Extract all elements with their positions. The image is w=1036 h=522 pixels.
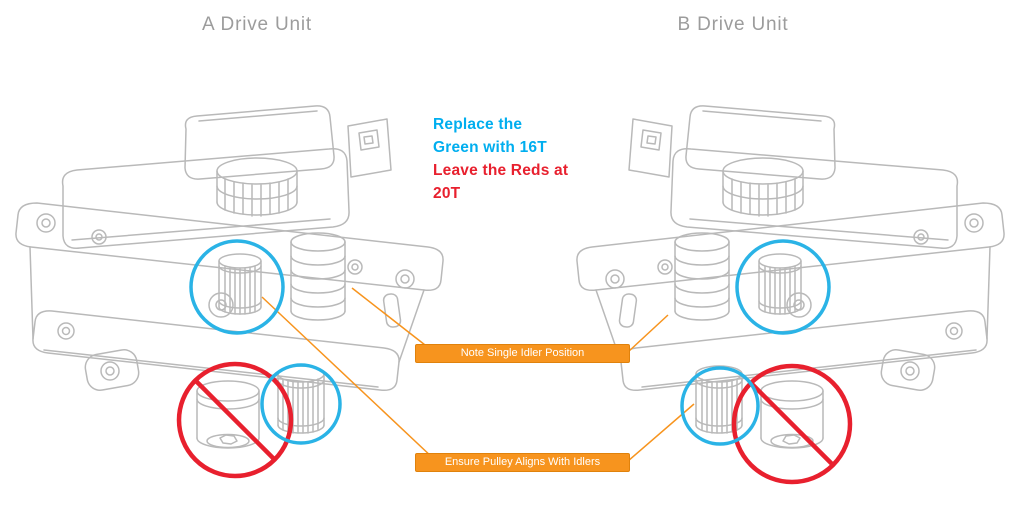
label-note-single-idler-position: Note Single Idler Position — [415, 344, 630, 363]
leader-line-idler-a — [351, 287, 435, 353]
highlight-circle-pulley-b — [680, 366, 760, 446]
leader-line-pulley-a — [261, 296, 435, 460]
highlight-circle-pulley-a — [260, 363, 342, 445]
no-symbol-slash-a — [193, 378, 277, 462]
title-a-drive-unit: A Drive Unit — [202, 14, 312, 35]
leader-line-idler-b — [627, 314, 669, 353]
title-b-drive-unit: B Drive Unit — [677, 14, 789, 35]
no-symbol-slash-b — [749, 381, 835, 467]
instruction-line-2: Green with 16T — [433, 139, 547, 156]
no-symbol-circle-b — [731, 363, 853, 485]
label-ensure-pulley-aligns: Ensure Pulley Aligns With Idlers — [415, 453, 630, 472]
highlight-circle-idler-b — [735, 239, 831, 335]
instruction-line-4: 20T — [433, 185, 461, 202]
no-symbol-circle-a — [176, 361, 294, 479]
instruction-line-1: Replace the — [433, 116, 523, 133]
b-drive-unit-drawing — [576, 105, 1005, 449]
instruction-line-3: Leave the Reds at — [433, 162, 569, 179]
a-drive-unit-drawing — [15, 105, 444, 449]
replacement-instructions: Replace the Green with 16T Leave the Red… — [433, 113, 568, 205]
highlight-circle-idler-a — [189, 239, 285, 335]
